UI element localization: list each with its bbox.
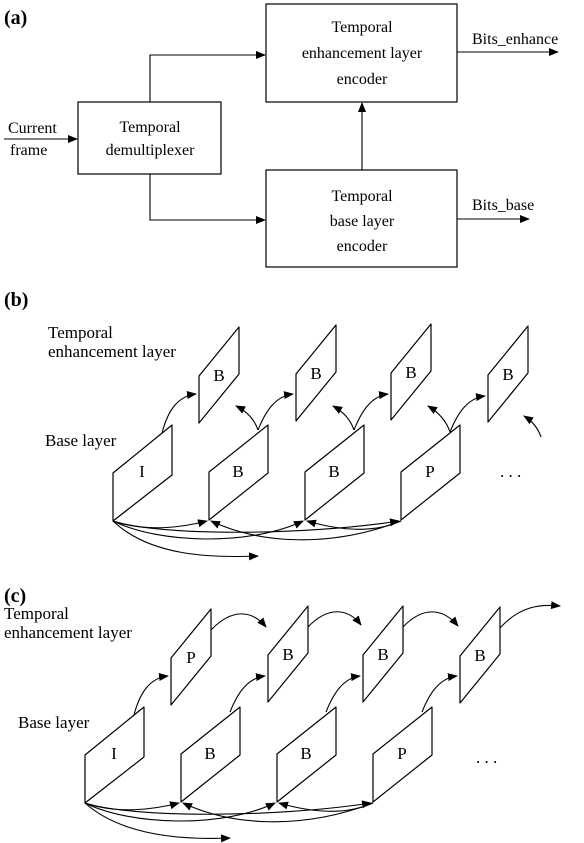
base-encoder-text-line2: base layer — [330, 213, 395, 230]
panel-b-enh-frame-1 — [198, 326, 240, 424]
panel-c-arrow-b3e-to-next — [499, 601, 561, 629]
panel-b-enh-frame-3 — [390, 323, 432, 421]
panel-b-arrow-p-to-b3 — [306, 519, 402, 530]
panel-b-arrow-b2-to-b2e — [257, 391, 294, 431]
demultiplexer-box — [77, 101, 222, 175]
panel-b-arrow-i-to-b2 — [112, 519, 208, 529]
panel-b-arrow-i-to-b1 — [161, 391, 197, 434]
panel-c-base-frame-3-label: B — [300, 744, 311, 763]
demux-to-enh-arrow — [149, 51, 266, 102]
panel-b-arrow-b3-to-b3e — [353, 391, 389, 431]
panel-b-label: (b) — [4, 289, 28, 311]
panel-b-base-label: Base layer — [45, 431, 117, 450]
input-label-line1: Current — [8, 120, 57, 137]
enh-encoder-text-line2: enhancement layer — [302, 45, 423, 62]
panel-b-enh-frame-2 — [295, 324, 337, 422]
panel-c-enh-frame-4-label: B — [474, 646, 485, 665]
panel-c-arrow-b2e-to-b3e — [402, 611, 459, 628]
panel-c-label: (c) — [4, 585, 26, 607]
panel-c-base-frame-2 — [180, 706, 241, 803]
panel-c-ellipsis: . . . — [476, 748, 497, 767]
panel-b-base-frame-3 — [304, 424, 365, 521]
panel-b-arrow-b3-to-b2e — [332, 405, 355, 431]
panel-b-arrow-i-to-p — [112, 518, 400, 533]
panel-c-arrow-b2-to-b2e — [325, 673, 361, 713]
panel-b-base-frame-3-label: B — [328, 462, 339, 481]
panel-b-enh-frame-4-label: B — [502, 365, 513, 384]
panel-c-base-frame-3 — [276, 706, 337, 803]
panel-b-base-frame-1 — [112, 424, 173, 522]
panel-b-base-frame-4 — [400, 424, 461, 521]
demux-to-base-arrow — [149, 174, 266, 224]
panel-c-base-frame-4 — [372, 706, 433, 803]
panel-b-base-frame-2-label: B — [232, 462, 243, 481]
panel-c-arrow-bottom — [84, 802, 231, 843]
panel-b-arrow-p-to-b4e — [449, 393, 486, 433]
panel-c-enh-frame-4 — [459, 606, 501, 704]
panel-b-arrow-next-to-b4e — [523, 415, 542, 438]
panel-b-base-frame-4-label: P — [425, 462, 434, 481]
panel-c-arrow-b1-to-b1e — [229, 673, 266, 713]
panel-c-arrow-i-to-b1 — [84, 801, 180, 811]
panel-b-arrow-p-to-b2 — [210, 520, 402, 541]
panel-c-arrow-i-to-b2 — [84, 802, 276, 822]
panel-c-arrow-p-to-b2 — [278, 801, 374, 812]
panel-b-enh-frame-2-label: B — [310, 364, 321, 383]
panel-a: (a) Current frame Temporal demultiplexer… — [4, 3, 559, 268]
demux-text-line1: Temporal — [119, 119, 181, 136]
panel-c-enh-frame-2 — [267, 605, 309, 703]
panel-b-base-frame-2 — [208, 424, 269, 521]
panel-b-arrow-i-to-b3 — [112, 520, 304, 540]
panel-c-base-frame-1-label: I — [111, 744, 117, 763]
panel-b-enh-label-line1: Temporal — [48, 323, 113, 342]
panel-c-enh-frame-1-label: P — [186, 648, 195, 667]
panel-b-enh-frame-4 — [487, 325, 529, 423]
enh-encoder-text-line1: Temporal — [331, 19, 393, 36]
panel-b-enh-label-line2: enhancement layer — [48, 342, 176, 361]
enh-encoder-text-line3: encoder — [337, 71, 388, 88]
bits-base-label: Bits_base — [472, 197, 534, 214]
panel-c-arrow-b1e-to-b2e — [307, 611, 362, 628]
panel-c-base-label: Base layer — [18, 713, 90, 732]
panel-b-arrow-b2-to-b1 — [235, 405, 259, 431]
panel-c-arrow-p-to-b1e — [210, 613, 267, 631]
base-encoder-text-line3: encoder — [337, 238, 388, 255]
panel-c-enh-frame-3 — [362, 605, 404, 703]
panel-b-enh-frame-1-label: B — [213, 366, 224, 385]
panel-b-enh-frame-3-label: B — [405, 363, 416, 382]
demux-text-line2: demultiplexer — [106, 142, 196, 159]
panel-c: (c) Temporal enhancement layer Base laye… — [4, 585, 561, 843]
panel-b-arrow-p-to-b3e — [427, 405, 451, 433]
panel-c-arrow-p-to-b3e — [421, 673, 458, 713]
panel-b-base-frame-1-label: I — [139, 462, 145, 481]
input-label-line2: frame — [10, 142, 47, 159]
panel-c-arrow-i-to-p — [84, 800, 372, 815]
panel-b-arrow-bottom — [112, 520, 259, 561]
panel-c-enh-frame-3-label: B — [377, 645, 388, 664]
panel-c-enh-frame-2-label: B — [282, 645, 293, 664]
panel-c-arrow-p-to-b1 — [182, 802, 374, 823]
panel-b-ellipsis: . . . — [500, 462, 521, 481]
panel-b: (b) Temporal enhancement layer Base laye… — [4, 289, 542, 561]
panel-c-arrow-i-to-p — [133, 673, 169, 716]
panel-c-enh-label-line2: enhancement layer — [4, 623, 132, 642]
panel-a-label: (a) — [4, 7, 27, 29]
base-encoder-text-line1: Temporal — [331, 188, 393, 205]
panel-c-base-frame-4-label: P — [397, 744, 406, 763]
panel-c-base-frame-2-label: B — [204, 744, 215, 763]
bits-enhance-label: Bits_enhance — [472, 31, 558, 48]
panel-c-enh-frame-1 — [170, 608, 212, 706]
panel-c-enh-label-line1: Temporal — [4, 604, 69, 623]
panel-c-base-frame-1 — [84, 706, 145, 804]
